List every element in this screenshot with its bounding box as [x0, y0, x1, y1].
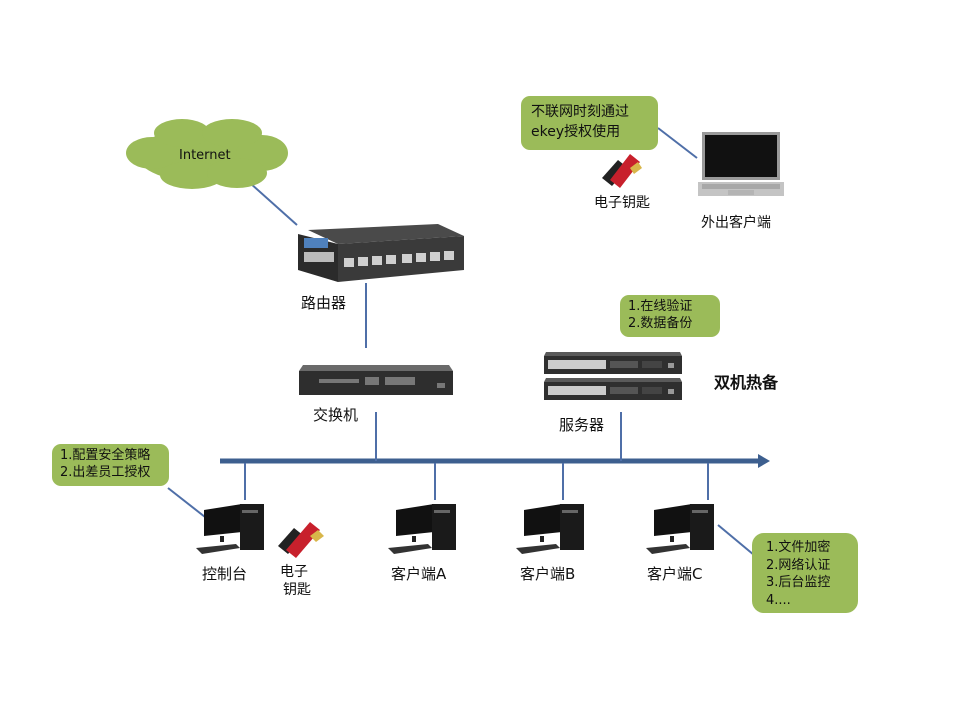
internet-cloud-icon [126, 119, 288, 189]
laptop-label: 外出客户端 [701, 215, 771, 231]
bus-arrowhead [758, 454, 770, 468]
hot-standby-label: 双机热备 [714, 373, 779, 392]
client-note-4: 4.... [766, 592, 791, 608]
console-usb-key-icon [278, 522, 324, 558]
console-computer-icon [196, 504, 264, 554]
internet-router-link [249, 182, 298, 226]
laptop-note-2: ekey授权使用 [531, 124, 621, 140]
console-usb-key-label-line1: 电子 [280, 564, 308, 580]
switch-label: 交换机 [313, 406, 359, 424]
laptop-usb-key-label: 电子钥匙 [594, 195, 650, 211]
console-note-2: 2.出差员工授权 [60, 465, 151, 480]
laptop-icon [698, 132, 784, 196]
server-notes-callout: 1.在线验证 2.数据备份 [620, 295, 720, 337]
server-stack-icon [544, 352, 682, 400]
client-b-computer-icon [516, 504, 584, 554]
server-unit-1 [544, 352, 682, 374]
client-callout-link [717, 524, 755, 556]
switch-icon [299, 365, 453, 395]
client-note-1: 1.文件加密 [766, 540, 831, 555]
laptop-note-1: 不联网时刻通过 [531, 104, 629, 120]
laptop-callout-link [657, 127, 698, 159]
client-c-label: 客户端C [647, 565, 703, 583]
laptop-notes-callout: 不联网时刻通过 ekey授权使用 [521, 96, 658, 150]
console-notes-callout: 1.配置安全策略 2.出差员工授权 [52, 444, 169, 486]
client-a-computer-icon [388, 504, 456, 554]
client-note-3: 3.后台监控 [766, 575, 831, 590]
console-note-1: 1.配置安全策略 [60, 448, 151, 463]
server-note-1: 1.在线验证 [628, 299, 693, 314]
client-b-label: 客户端B [520, 565, 576, 583]
router-label: 路由器 [301, 294, 347, 312]
server-label: 服务器 [559, 416, 605, 434]
console-callout-link [167, 487, 206, 518]
client-a-label: 客户端A [391, 565, 447, 583]
console-usb-key-label-line2: 钥匙 [283, 582, 311, 598]
usb-key-icon [602, 154, 642, 188]
server-unit-2 [544, 378, 682, 400]
client-note-2: 2.网络认证 [766, 557, 831, 573]
client-notes-callout: 1.文件加密 2.网络认证 3.后台监控 4.... [752, 533, 858, 613]
router-icon [298, 224, 464, 282]
internet-label: Internet [179, 148, 231, 163]
console-label: 控制台 [202, 565, 248, 583]
client-c-computer-icon [646, 504, 714, 554]
server-note-2: 2.数据备份 [628, 316, 693, 331]
